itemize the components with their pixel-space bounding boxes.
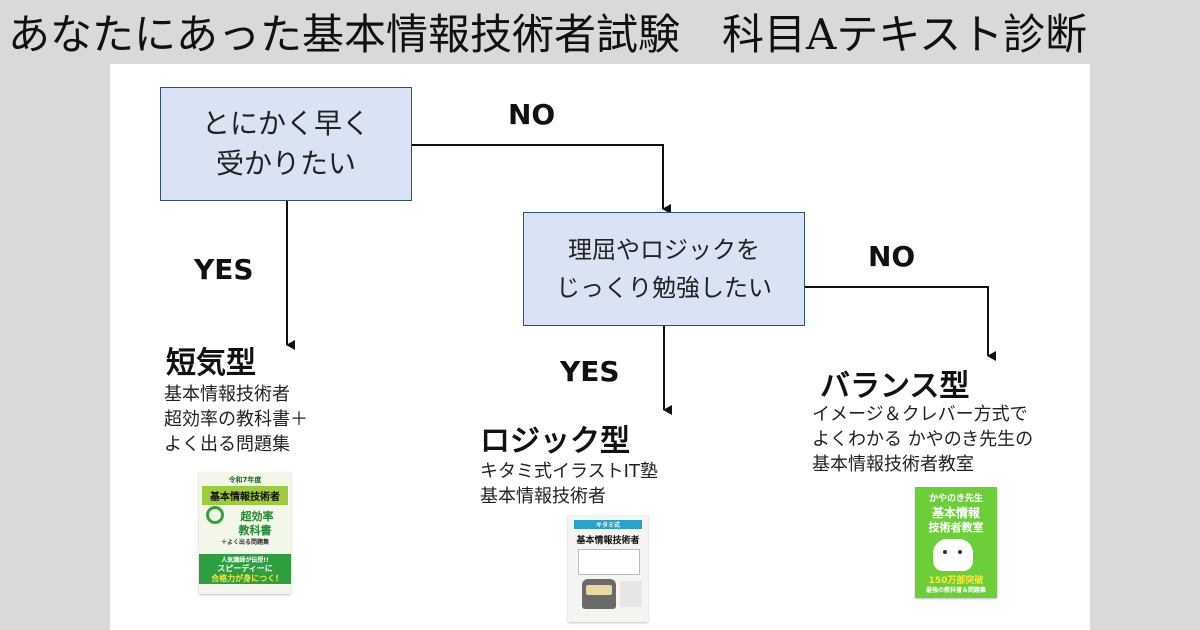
question-box-hurry: とにかく早く 受かりたい: [160, 87, 412, 201]
cat-mascot-icon: [933, 539, 973, 571]
text-block: [620, 581, 642, 607]
cover-title: 基本情報技術者: [202, 486, 288, 505]
edge-label-q2-no: NO: [868, 240, 916, 273]
result-desc-balance: イメージ＆クレバー方式で よくわかる かやのき先生の 基本情報技術者教室: [812, 404, 1034, 475]
result-type-tanki: 短気型: [166, 346, 256, 381]
chart-illustration: [578, 549, 640, 575]
cover-brand: キタミ式: [595, 522, 620, 529]
edge-label-q2-yes: YES: [560, 355, 620, 388]
cover-line3: ＋よく出る問題集: [220, 539, 269, 546]
result-desc-tanki: 基本情報技術者 超効率の教科書＋ よく出る問題集: [164, 384, 308, 455]
cover-banner: [574, 520, 642, 529]
page-title: あなたにあった基本情報技術者試験 科目Aテキスト診断: [8, 10, 1088, 59]
cover-band3: 合格力が身につく!: [211, 574, 279, 583]
cover-title: 基本情報技術者: [576, 536, 640, 546]
cover-line1: かやのき先生: [929, 494, 983, 504]
result-type-balance: バランス型: [820, 369, 970, 404]
cover-band1: 人気講師が伝授!!: [221, 557, 269, 564]
arrow-q2-no: [805, 286, 996, 361]
question-box-logic: 理屈やロジックを じっくり勉強したい: [523, 212, 805, 326]
robot-illustration-icon: [582, 579, 616, 609]
edge-label-q1-no: NO: [508, 98, 556, 131]
cover-band: 人気講師が伝授!! スピーディーに 合格力が身につく!: [199, 554, 291, 584]
clock-icon: [206, 506, 224, 524]
book-cover-tanki: 令和7年度 基本情報技術者 超効率 教科書 ＋よく出る問題集 人気講師が伝授!!…: [199, 472, 291, 594]
cover-edition: 令和7年度: [228, 476, 262, 484]
edge-label-q1-yes: YES: [194, 253, 254, 286]
result-desc-logic: キタミ式イラストIT塾 基本情報技術者: [480, 461, 658, 507]
cover-sales: 150万部突破: [928, 576, 984, 586]
result-type-logic: ロジック型: [480, 424, 630, 459]
cover-line3: 技術者教室: [928, 521, 984, 534]
arrow-q1-no: [412, 144, 671, 214]
cover-band2: スピーディーに: [217, 564, 273, 573]
cover-line2: 教科書: [238, 524, 272, 537]
cover-line1: 超効率: [240, 510, 274, 523]
book-cover-logic: キタミ式 基本情報技術者: [568, 515, 648, 622]
cover-line2: 基本情報: [931, 506, 980, 520]
book-cover-balance: かやのき先生 基本情報 技術者教室 150万部突破 最強の教科書＆問題集: [915, 487, 997, 598]
cover-sub: 最強の教科書＆問題集: [925, 587, 986, 594]
